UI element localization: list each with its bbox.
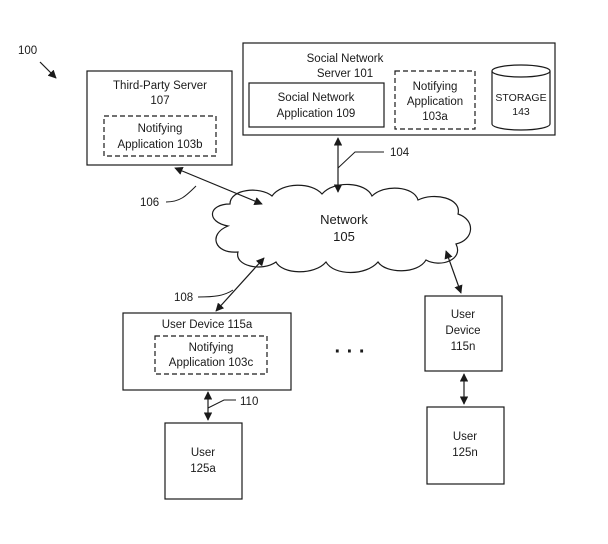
ref-110-label: 110 — [240, 396, 258, 408]
user-125a-box — [164, 422, 243, 500]
network-label-1: Network — [320, 212, 368, 227]
notifying-app-103b-label-1: Notifying — [138, 123, 183, 135]
notifying-app-103a-label-3: 103a — [422, 111, 448, 123]
user-device-115n-label-1: User — [451, 309, 475, 321]
ref-108-label: 108 — [174, 292, 193, 304]
user-device-115n-box — [424, 295, 503, 372]
social-network-server-label-2: Server 101 — [317, 68, 373, 80]
ref-104-label: 104 — [390, 147, 410, 159]
user-device-115n-label-3: 115n — [451, 341, 476, 353]
notifying-app-103a-box — [394, 70, 476, 130]
storage-cylinder-icon — [491, 64, 551, 131]
user-125a-label-1: User — [191, 447, 215, 459]
storage-label-1: STORAGE — [495, 92, 546, 104]
user-125n: User 125n — [426, 406, 505, 485]
link-106-thirdparty-network — [174, 167, 263, 205]
social-network-app-label-1: Social Network — [278, 92, 355, 104]
ref-106-label: 106 — [140, 197, 159, 209]
network-cloud: Network 105 — [211, 183, 472, 273]
third-party-server-label-2: 107 — [150, 95, 169, 107]
notifying-app-103a-label-1: Notifying — [413, 81, 458, 93]
figure-ref-arrow — [39, 61, 57, 79]
social-network-server-label-1: Social Network — [307, 53, 384, 65]
user-125n-box — [426, 406, 505, 485]
user-125n-label-1: User — [453, 431, 477, 443]
social-network-app-box — [248, 82, 385, 128]
notifying-app-103c-box — [154, 335, 268, 375]
notifying-app-103c-label-2: Application 103c — [169, 357, 254, 369]
third-party-server: Third-Party Server 107 Notifying Applica… — [86, 70, 233, 166]
user-125n-label-2: 125n — [452, 447, 478, 459]
ref-104-leader — [337, 151, 384, 169]
user-125a: User 125a — [164, 422, 243, 500]
user-125a-label-2: 125a — [190, 463, 216, 475]
ref-110-leader — [207, 399, 236, 409]
social-network-app-label-2: Application 109 — [277, 108, 356, 120]
ref-106-leader — [165, 185, 197, 203]
social-network-server: Social Network Server 101 Social Network… — [242, 42, 556, 136]
network-cloud-icon — [211, 183, 472, 273]
notifying-app-103a-label-2: Application — [407, 96, 463, 108]
notifying-app-103c-label-1: Notifying — [189, 342, 234, 354]
link-108-device-network — [215, 257, 265, 312]
notifying-app-103b-label-2: Application 103b — [117, 139, 202, 151]
user-device-115a-label: User Device 115a — [162, 319, 253, 331]
user-device-115n-label-2: Device — [445, 325, 480, 337]
user-device-115a: User Device 115a Notifying Application 1… — [122, 312, 292, 391]
notifying-app-103b-box — [103, 115, 217, 157]
ref-108-leader — [197, 289, 234, 298]
more-devices-ellipsis: · · · — [334, 341, 365, 363]
third-party-server-label-1: Third-Party Server — [113, 80, 207, 92]
user-device-115n: User Device 115n — [424, 295, 503, 372]
network-label-2: 105 — [333, 229, 355, 244]
link-device-n-network — [444, 250, 463, 294]
storage-label-2: 143 — [512, 106, 530, 118]
figure-ref-label: 100 — [18, 45, 37, 57]
